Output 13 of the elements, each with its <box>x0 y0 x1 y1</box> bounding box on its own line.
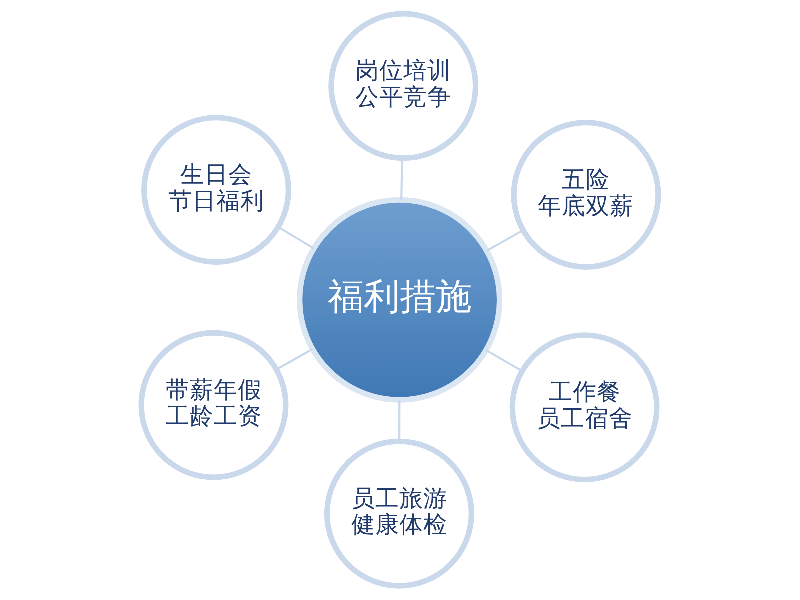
node-circle: 生日会 节日福利 <box>142 115 292 266</box>
node-circle: 工作餐 员工宿舍 <box>510 332 660 483</box>
node-circle: 福利措施 <box>297 197 503 403</box>
connector <box>400 158 404 200</box>
node-circle: 员工旅游 健康体检 <box>324 438 474 589</box>
connector <box>486 349 523 372</box>
node-circle: 岗位培训 公平竞争 <box>328 11 479 162</box>
connector <box>486 230 524 252</box>
connector <box>276 348 314 370</box>
connector <box>278 226 315 250</box>
node-circle: 五险 年底双薪 <box>511 120 662 270</box>
connector <box>398 400 401 442</box>
node-circle: 带薪年假 工龄工资 <box>138 330 289 480</box>
